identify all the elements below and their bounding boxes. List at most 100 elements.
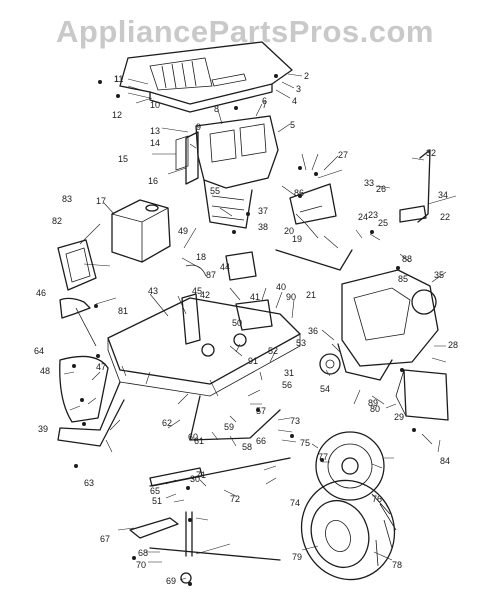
callout-label: 75 bbox=[300, 438, 311, 448]
callout-label: 11 bbox=[114, 74, 124, 84]
callout-label: 57 bbox=[256, 406, 267, 416]
callout-label: 76 bbox=[372, 494, 383, 504]
callout-label: 26 bbox=[376, 184, 387, 194]
linkage-drawing bbox=[75, 149, 431, 347]
callout-label: 85 bbox=[398, 274, 409, 284]
watermark-text: AppliancePartsPros.com bbox=[56, 14, 434, 49]
callout-label: 9 bbox=[196, 122, 202, 132]
callout-label: 77 bbox=[318, 452, 329, 462]
grille-drawing bbox=[175, 115, 279, 229]
callout-label: 58 bbox=[242, 442, 253, 452]
callout-label: 27 bbox=[338, 150, 349, 160]
callout-label: 46 bbox=[36, 288, 47, 298]
callout-label: 16 bbox=[148, 176, 159, 186]
callout-label: 71 bbox=[196, 470, 207, 480]
callout-label: 63 bbox=[84, 478, 95, 488]
seat-drawing bbox=[59, 297, 109, 423]
callout-label: 7 bbox=[262, 100, 268, 110]
leader-lines bbox=[63, 73, 457, 581]
callout-label: 35 bbox=[434, 270, 445, 280]
callout-label: 36 bbox=[308, 326, 319, 336]
callout-label: 88 bbox=[402, 254, 413, 264]
callout-label: 70 bbox=[136, 560, 147, 570]
callout-label: 30 bbox=[190, 474, 201, 484]
callout-label: 17 bbox=[96, 196, 107, 206]
callout-label: 4 bbox=[292, 96, 298, 106]
callout-label: 84 bbox=[440, 456, 451, 466]
callout-label: 81 bbox=[118, 306, 129, 316]
callout-label: 1 bbox=[114, 74, 120, 84]
callout-label: 39 bbox=[38, 424, 49, 434]
callout-label: 22 bbox=[440, 212, 451, 222]
air-screen-drawing bbox=[57, 239, 97, 291]
callout-label: 78 bbox=[392, 560, 403, 570]
callout-label: 83 bbox=[62, 194, 73, 204]
callout-label: 18 bbox=[196, 252, 207, 262]
callout-label: 53 bbox=[296, 338, 307, 348]
callout-label: 44 bbox=[220, 262, 231, 272]
callout-label: 62 bbox=[162, 418, 173, 428]
callout-label: 37 bbox=[258, 206, 269, 216]
callout-label: 12 bbox=[112, 110, 123, 120]
wheel-hub-drawing bbox=[315, 431, 385, 501]
callout-label: 55 bbox=[210, 186, 221, 196]
engine-drawing bbox=[337, 269, 439, 381]
callout-label: 20 bbox=[284, 226, 295, 236]
callout-label: 14 bbox=[150, 138, 161, 148]
callout-label: 91 bbox=[248, 356, 259, 366]
hardware-bolts bbox=[72, 74, 416, 586]
callout-label: 79 bbox=[292, 552, 303, 562]
callout-label: 65 bbox=[150, 486, 161, 496]
front-axle-drawing bbox=[129, 457, 291, 584]
callout-label: 24 bbox=[358, 212, 369, 222]
callout-label: 68 bbox=[138, 548, 149, 558]
callout-label: 43 bbox=[148, 286, 159, 296]
callout-label: 59 bbox=[224, 422, 235, 432]
callout-label: 47 bbox=[96, 362, 107, 372]
callout-label: 23 bbox=[368, 210, 379, 220]
frame-drawing bbox=[57, 297, 301, 447]
callout-label: 48 bbox=[40, 366, 51, 376]
callout-label: 45 bbox=[192, 286, 203, 296]
callout-label: 54 bbox=[320, 384, 331, 394]
callout-label: 34 bbox=[438, 190, 449, 200]
callout-label: 87 bbox=[206, 270, 217, 280]
callout-label: 31 bbox=[284, 368, 295, 378]
callout-label: 25 bbox=[378, 218, 389, 228]
callout-label: 51 bbox=[152, 496, 163, 506]
callout-label: 3 bbox=[296, 84, 302, 94]
callout-label: 21 bbox=[306, 290, 317, 300]
callout-label: 19 bbox=[292, 234, 303, 244]
tire-drawing bbox=[300, 479, 397, 581]
callout-label: 15 bbox=[118, 154, 129, 164]
callout-label: 80 bbox=[370, 404, 381, 414]
callout-label: 5 bbox=[290, 120, 296, 130]
callout-label: 40 bbox=[276, 282, 287, 292]
callout-label: 56 bbox=[282, 380, 293, 390]
callout-label: 72 bbox=[230, 494, 241, 504]
callout-label: 67 bbox=[100, 534, 111, 544]
callout-label: 33 bbox=[364, 178, 375, 188]
callout-label: 82 bbox=[52, 216, 63, 226]
callout-label: 41 bbox=[250, 292, 261, 302]
callout-label: 52 bbox=[268, 346, 279, 356]
callout-label: 42 bbox=[200, 290, 211, 300]
callout-label: 49 bbox=[178, 226, 189, 236]
callout-label: 8 bbox=[214, 104, 220, 114]
callout-label: 13 bbox=[150, 126, 161, 136]
callout-label: 60 bbox=[188, 432, 199, 442]
fuel-tank-drawing bbox=[111, 199, 171, 263]
pulley-drawing bbox=[201, 333, 341, 375]
callout-label: 66 bbox=[256, 436, 267, 446]
shield-drawing bbox=[395, 369, 449, 421]
callout-label: 69 bbox=[166, 576, 177, 586]
callout-label: 50 bbox=[232, 318, 243, 328]
callout-label: 74 bbox=[290, 498, 301, 508]
callout-label: 90 bbox=[286, 292, 297, 302]
callout-label: 29 bbox=[394, 412, 405, 422]
callout-label: 6 bbox=[262, 96, 268, 106]
callout-label: 2 bbox=[304, 71, 310, 81]
hood-drawing bbox=[119, 41, 293, 113]
callout-label: 64 bbox=[34, 346, 45, 356]
